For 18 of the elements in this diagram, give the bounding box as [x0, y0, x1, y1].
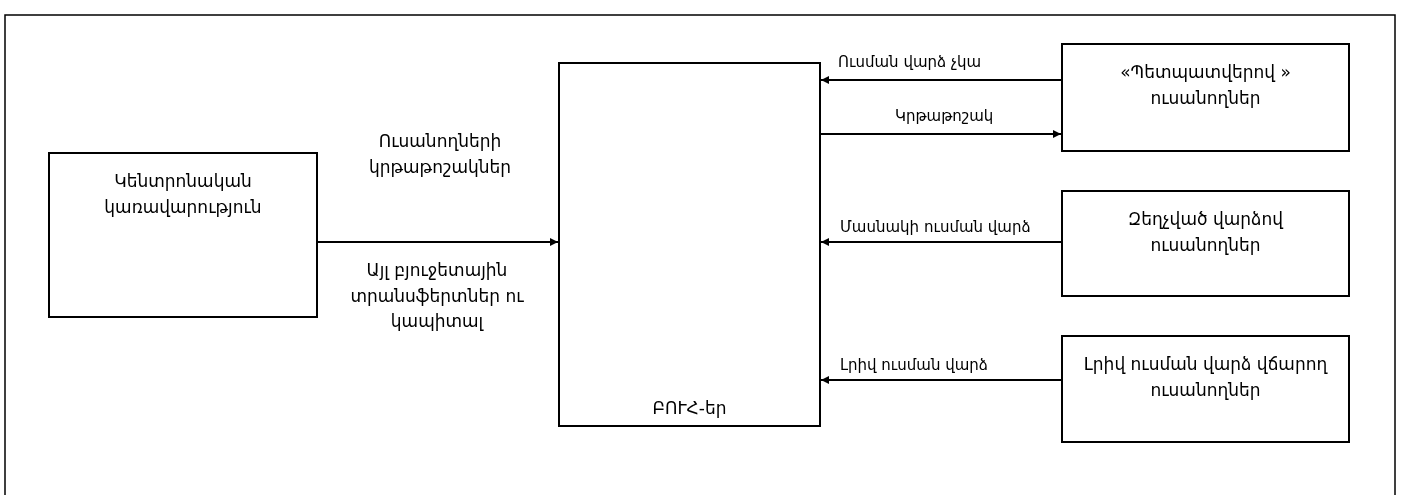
- flow-note: Այլ բյուջետային տրանսֆերտներ ու կապիտալ: [349, 259, 525, 333]
- process-box: [1061, 190, 1350, 297]
- arrow: [820, 130, 1062, 138]
- process-box: [1061, 335, 1350, 443]
- process-box: [1061, 43, 1350, 152]
- arrow: [820, 376, 1062, 384]
- box-label: Լրիվ ուսման վարձ վճարող ուսանողներ: [1082, 353, 1329, 403]
- process-box: [48, 152, 318, 318]
- arrow: [317, 238, 559, 246]
- process-box: [558, 62, 821, 427]
- box-label: «Պետպատվերով » ուսանողներ: [1119, 61, 1292, 111]
- arrow: [820, 76, 1062, 84]
- box-label: Կենտրոնական կառավարություն: [103, 170, 263, 220]
- box-label: ԲՈՒՀ-եր: [652, 396, 727, 420]
- arrow: [820, 238, 1062, 246]
- edge-label: Լրիվ ուսման վարձ: [838, 356, 990, 376]
- box-label: Զեղչված վարձով ուսանողներ: [1127, 208, 1285, 258]
- edge-label: Մասնակի ուսման վարձ: [838, 218, 1033, 238]
